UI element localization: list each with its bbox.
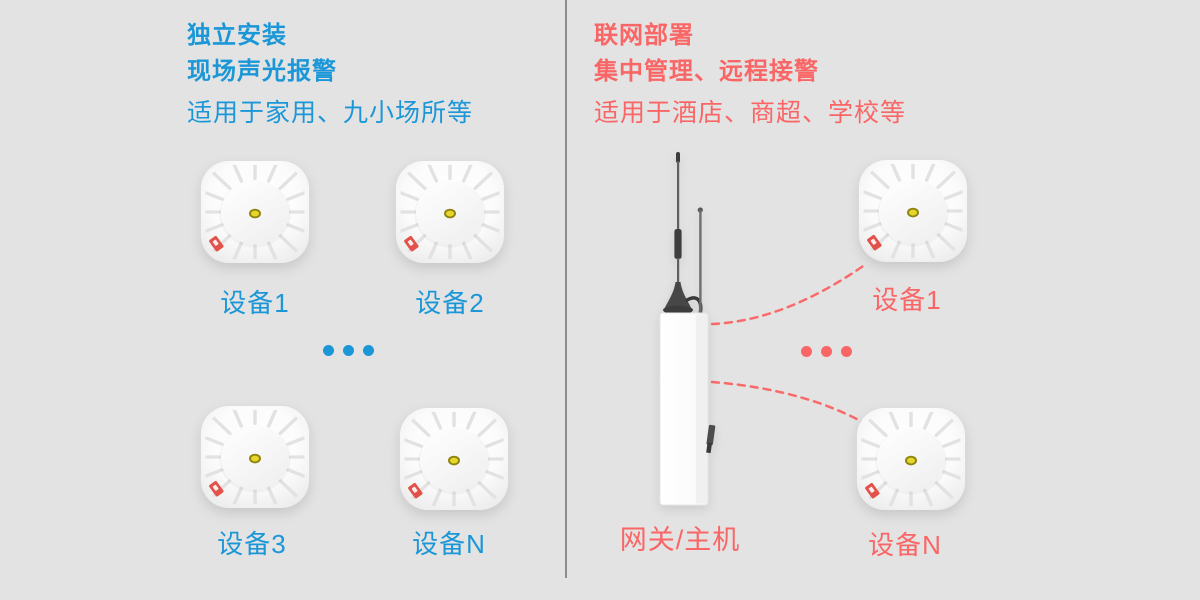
left-device-2 <box>388 154 512 270</box>
right-title-line1: 联网部署 <box>594 22 694 49</box>
gateway-box-seam <box>696 315 706 503</box>
gateway-label: 网关/主机 <box>619 525 741 555</box>
left-subtitle: 适用于家用、九小场所等 <box>187 99 474 127</box>
left-device-n <box>392 401 516 517</box>
section-divider <box>565 0 567 578</box>
device-label: 设备N <box>868 530 942 560</box>
right-device-n <box>849 401 973 517</box>
dot <box>841 346 852 357</box>
device-label: 设备2 <box>415 288 485 318</box>
left-device-1 <box>193 154 317 270</box>
smoke-detector-icon <box>388 154 512 270</box>
dot <box>821 346 832 357</box>
left-heading: 独立安装 现场声光报警 适用于家用、九小场所等 <box>187 18 473 130</box>
ellipsis-dots-icon <box>801 346 852 357</box>
long-antenna-icon <box>663 152 693 315</box>
gateway-device <box>638 146 742 512</box>
left-title-line2: 现场声光报警 <box>187 58 337 85</box>
gateway-host-icon <box>659 152 716 506</box>
device-label: 设备N <box>412 529 486 559</box>
dot <box>801 346 812 357</box>
side-connector-icon <box>706 424 716 454</box>
left-device-3 <box>193 399 317 515</box>
smoke-detector-icon <box>193 154 317 270</box>
right-subtitle: 适用于酒店、商超、学校等 <box>594 99 907 127</box>
dot <box>343 345 354 356</box>
smoke-detector-icon <box>851 153 975 269</box>
right-heading: 联网部署 集中管理、远程接警 适用于酒店、商超、学校等 <box>594 18 906 130</box>
device-label: 设备3 <box>217 529 287 559</box>
smoke-detector-icon <box>849 401 973 517</box>
device-label: 设备1 <box>220 288 290 318</box>
smoke-detector-icon <box>193 399 317 515</box>
dot <box>363 345 374 356</box>
ellipsis-dots-icon <box>323 345 374 356</box>
short-antenna-icon <box>697 207 703 313</box>
right-device-1 <box>851 153 975 269</box>
device-label: 设备1 <box>872 285 942 315</box>
left-title-line1: 独立安装 <box>187 22 287 49</box>
smoke-detector-icon <box>392 401 516 517</box>
right-title-line2: 集中管理、远程接警 <box>594 58 819 85</box>
dot <box>323 345 334 356</box>
